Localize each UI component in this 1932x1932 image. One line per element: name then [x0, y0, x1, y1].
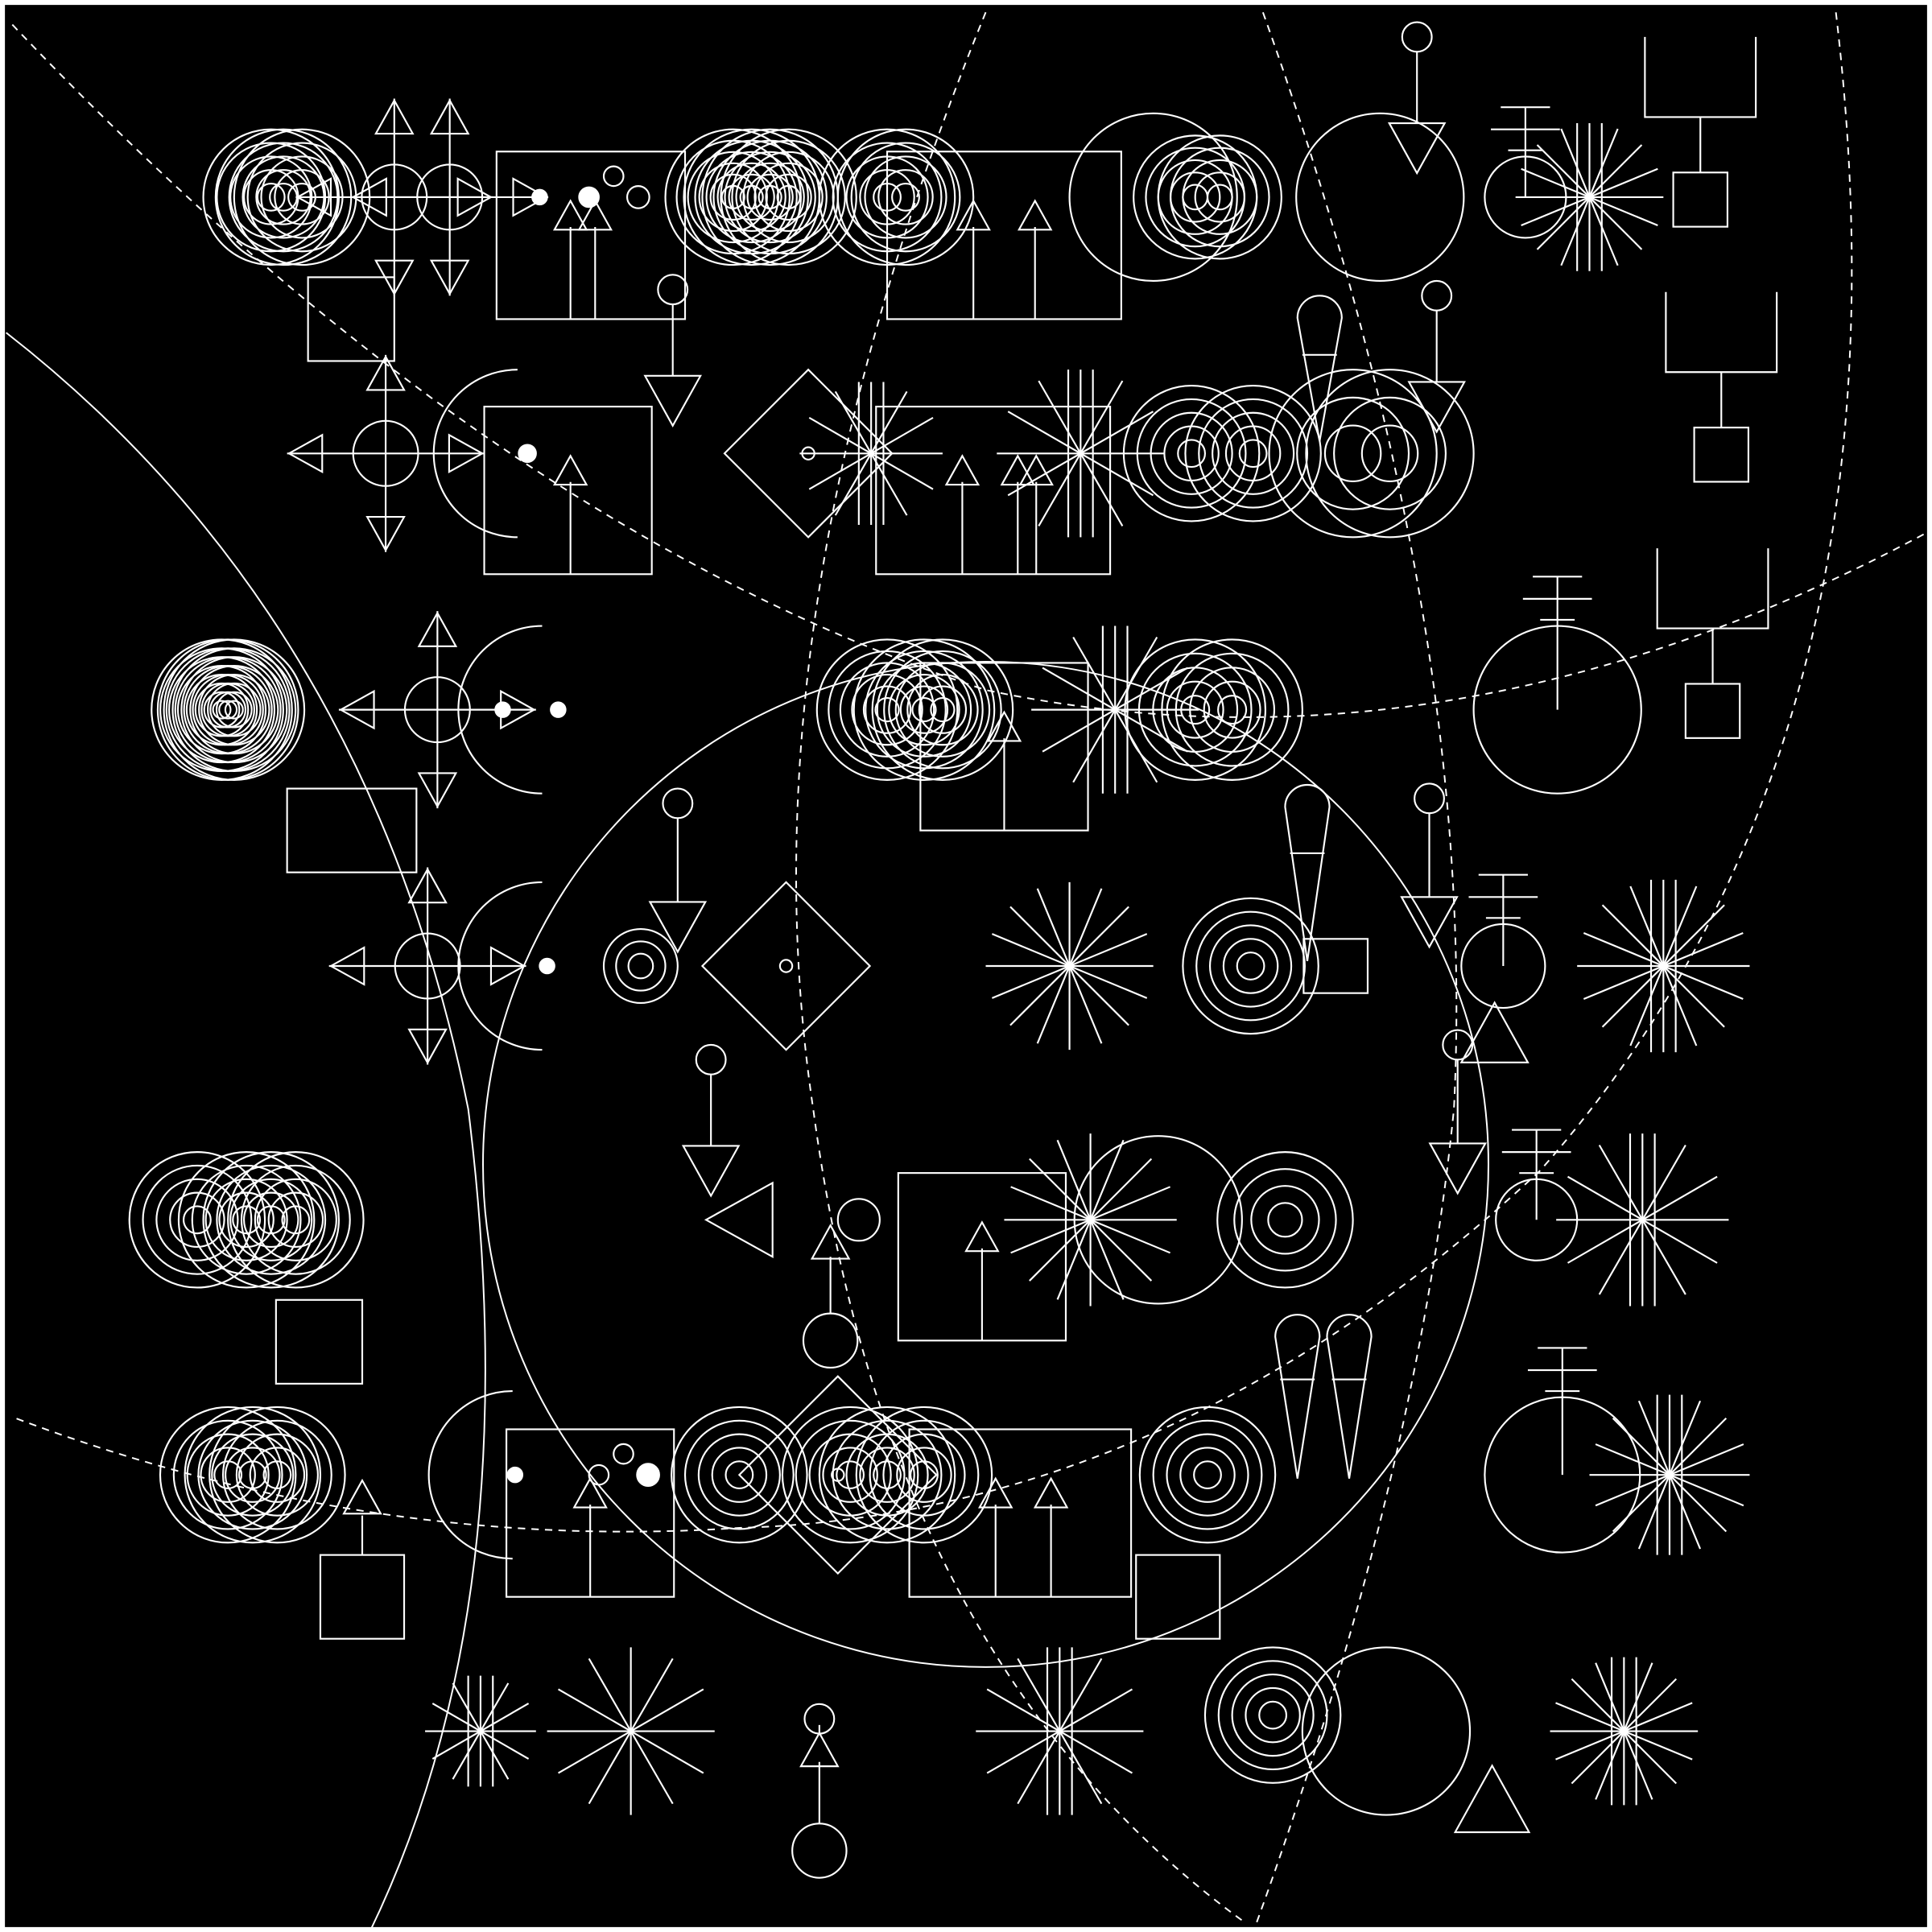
asterisk-star-icon	[547, 1647, 715, 1815]
dot-icon	[539, 957, 555, 975]
asterisk-star-icon	[1004, 1133, 1177, 1307]
tee-circle-icon	[1484, 106, 1567, 239]
arrow-cross-icon	[328, 867, 526, 1065]
concentric-circles-icon	[1216, 1151, 1354, 1289]
asterisk-star-icon	[425, 1675, 536, 1787]
fork-square-icon	[1656, 548, 1769, 739]
crescent-arc-icon	[457, 625, 543, 795]
guide-curves	[6, 11, 1932, 1932]
circle-outline-icon	[1301, 1646, 1472, 1816]
arrow-cross-icon	[287, 354, 485, 552]
asterisk-star-icon	[1556, 1133, 1729, 1307]
framed-square-icon	[897, 1172, 1067, 1342]
framed-square-icon	[483, 406, 653, 576]
asterisk-star-icon	[1550, 1657, 1699, 1806]
concentric-circles-icon	[1138, 1406, 1277, 1544]
glyph-layer	[128, 21, 1778, 1879]
concentric-circles-icon	[1203, 1646, 1342, 1784]
diamond-icon	[700, 881, 872, 1051]
framed-square-icon	[286, 787, 418, 873]
crescent-arc-icon	[432, 369, 518, 539]
tee-circle-icon	[1472, 576, 1642, 795]
pendulum-triangle-icon	[1400, 782, 1459, 949]
solid-guide-curve	[6, 332, 486, 1932]
asterisk-star-icon	[976, 1647, 1144, 1815]
framed-square-icon	[908, 1428, 1133, 1598]
framed-square-icon	[1135, 1554, 1221, 1640]
concentric-circles-icon	[818, 128, 975, 266]
framed-square-icon	[495, 151, 687, 320]
concentric-circles-icon	[781, 1406, 993, 1544]
dot-icon	[494, 701, 511, 718]
cone-icon	[1274, 1314, 1321, 1479]
concentric-circles-icon	[1122, 385, 1322, 522]
concentric-circles-icon	[1182, 897, 1319, 1035]
concentric-circles-icon	[602, 928, 679, 1004]
fork-square-icon	[1665, 291, 1778, 483]
pendulum-triangle-icon	[643, 274, 702, 428]
circle-outline-icon	[836, 1198, 881, 1242]
circle-outline-icon	[1295, 112, 1465, 283]
framed-square-icon	[506, 1428, 675, 1598]
triangle-icon	[704, 1181, 774, 1259]
asterisk-star-icon	[985, 881, 1154, 1051]
fork-square-icon	[1644, 36, 1757, 228]
asterisk-star-icon	[1515, 123, 1664, 271]
concentric-circles-icon	[1124, 638, 1303, 781]
arrow-cross-icon	[351, 98, 549, 296]
concentric-circles-icon	[151, 638, 306, 781]
circle-outline-icon	[1068, 112, 1238, 283]
framed-square-icon	[875, 406, 1112, 576]
pendulum-triangle-icon	[1428, 1029, 1487, 1195]
asterisk-star-icon	[1589, 1394, 1750, 1555]
framed-square-icon	[275, 1298, 364, 1385]
cone-icon	[1296, 295, 1343, 442]
concentric-circles-icon	[1133, 134, 1282, 260]
dashed-guide-curve	[795, 11, 1245, 1923]
concentric-circles-icon	[1268, 369, 1475, 539]
pendulum-triangle-icon	[681, 1043, 741, 1198]
dashed-guide-curve	[1256, 11, 1458, 1923]
triangle-icon	[1459, 1001, 1530, 1063]
circle-outline-icon	[1073, 1135, 1243, 1305]
dot-icon	[550, 701, 567, 718]
framed-square-icon	[886, 151, 1122, 320]
pendulum-triangle-icon	[648, 787, 708, 954]
framed-square-icon	[1302, 938, 1369, 994]
concentric-circles-icon	[128, 1151, 365, 1289]
triangle-icon	[799, 1731, 840, 1768]
triangle-icon	[810, 1223, 851, 1260]
concentric-circles-icon	[159, 1406, 346, 1544]
crescent-arc-icon	[457, 881, 543, 1051]
large-guide-circle	[482, 660, 1489, 1668]
crescent-arc-icon	[427, 1389, 513, 1560]
framed-square-icon	[919, 662, 1089, 832]
concentric-circles-icon	[671, 1406, 808, 1544]
dashed-guide-curve	[11, 23, 1932, 718]
cone-icon	[1326, 1314, 1373, 1479]
framed-square-icon	[307, 276, 395, 362]
asterisk-star-icon	[1577, 879, 1750, 1053]
cone-icon	[1284, 783, 1331, 962]
tee-circle-icon	[1460, 873, 1546, 1009]
pendulum-triangle-icon	[1387, 21, 1447, 175]
triangle-icon	[1453, 1764, 1531, 1834]
triangle-icon	[342, 1478, 382, 1515]
pendulum-triangle-icon	[1407, 279, 1466, 434]
